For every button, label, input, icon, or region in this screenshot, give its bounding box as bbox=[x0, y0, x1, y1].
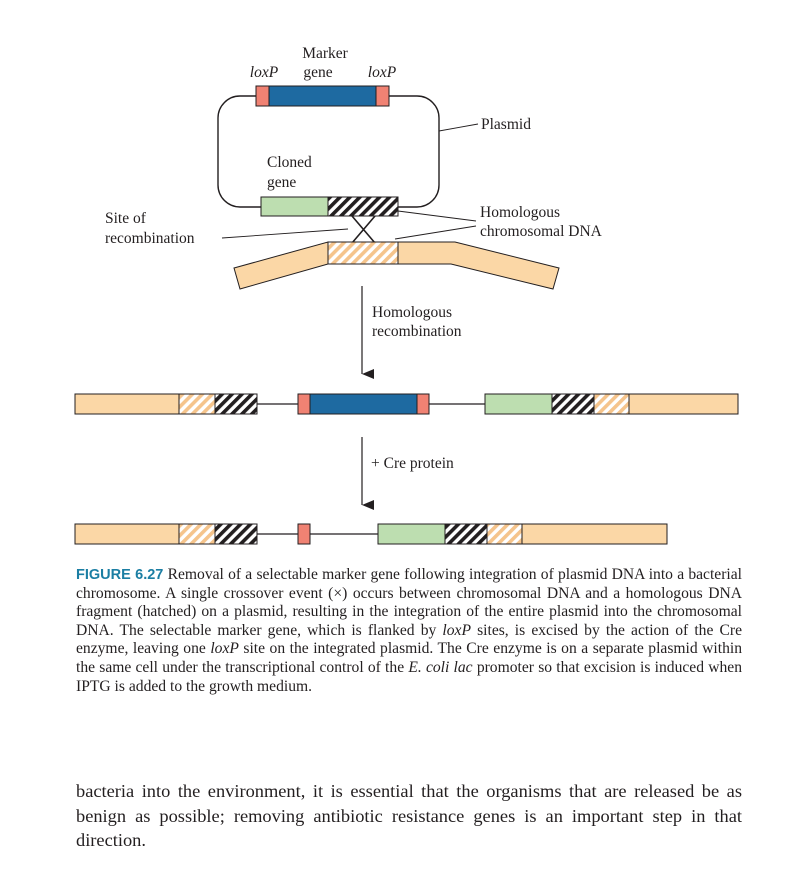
label-step1-line2: recombination bbox=[372, 323, 462, 340]
plasmid-loxp-left bbox=[255, 85, 270, 107]
label-site-line1: Site of bbox=[105, 210, 147, 227]
crossover-x bbox=[351, 215, 376, 244]
label-cloned-line2: gene bbox=[267, 174, 296, 191]
leader-lines bbox=[221, 123, 479, 240]
caption-loxp-2: loxP bbox=[210, 640, 239, 658]
bent-chromosome-left bbox=[233, 241, 329, 290]
body-paragraph: bacteria into the environment, it is ess… bbox=[76, 781, 742, 851]
final-hatched-dark-right bbox=[444, 523, 488, 545]
figure-label: FIGURE 6.27 bbox=[76, 567, 164, 583]
caption-loxp-1: loxP bbox=[442, 621, 471, 639]
integrated-loxp-left bbox=[297, 393, 311, 415]
plasmid bbox=[217, 85, 440, 217]
integrated-loxp-right bbox=[416, 393, 430, 415]
integrated-cloned-gene bbox=[484, 393, 553, 415]
final-loxp bbox=[297, 523, 311, 545]
label-site-line2: recombination bbox=[105, 230, 195, 247]
caption-text-4: promoter so that excision is induced whe… bbox=[76, 658, 742, 695]
chromosome-hatched-light-right bbox=[593, 393, 630, 415]
plasmid-homologous-fragment bbox=[327, 196, 399, 217]
chromosome-hatched-light-left bbox=[178, 393, 216, 415]
chromosome-hatched-dark-right bbox=[551, 393, 595, 415]
final-chromosome-right-segment bbox=[521, 523, 668, 545]
label-step1-line1: Homologous bbox=[372, 304, 452, 321]
plasmid-outline bbox=[217, 95, 440, 208]
caption-text-2: sites, is excised by the action of the C… bbox=[76, 621, 742, 658]
figure-6-27-diagram: Marker gene loxP loxP Plasmid Cloned gen… bbox=[74, 45, 739, 545]
final-chromosome-left-segment bbox=[74, 523, 180, 545]
label-step2: + Cre protein bbox=[371, 455, 454, 472]
bent-chromosome-homologous-region bbox=[327, 241, 399, 265]
label-loxp-right: loxP bbox=[368, 64, 397, 81]
bent-chromosome bbox=[233, 241, 560, 290]
figure-caption: FIGURE 6.27 Removal of a selectable mark… bbox=[76, 566, 742, 696]
plasmid-marker-gene bbox=[268, 85, 377, 107]
chromosome-left-segment bbox=[74, 393, 180, 415]
plasmid-cloned-gene bbox=[260, 196, 329, 217]
chromosome-right-segment bbox=[628, 393, 739, 415]
caption-text-3: site on the integrated plasmid. The Cre … bbox=[76, 640, 743, 676]
integrated-marker-gene bbox=[309, 393, 418, 415]
label-marker-line1: Marker bbox=[302, 45, 348, 62]
caption-ecoli-lac: E. coli lac bbox=[408, 658, 473, 676]
final-cloned-gene bbox=[377, 523, 446, 545]
final-hatched-dark-left bbox=[214, 523, 258, 545]
caption-text-1: Removal of a selectable marker gene foll… bbox=[76, 566, 743, 639]
label-homologous-line2: chromosomal DNA bbox=[480, 223, 603, 240]
label-plasmid: Plasmid bbox=[481, 116, 531, 133]
integrated-chromosome bbox=[74, 393, 739, 415]
label-homologous-line1: Homologous bbox=[480, 204, 560, 221]
label-marker-line2: gene bbox=[303, 64, 332, 81]
plasmid-loxp-right bbox=[375, 85, 390, 107]
label-cloned-line1: Cloned bbox=[267, 154, 312, 171]
final-hatched-light-right bbox=[486, 523, 523, 545]
chromosome-hatched-dark-left bbox=[214, 393, 258, 415]
bent-chromosome-right bbox=[397, 241, 560, 290]
label-loxp-left: loxP bbox=[250, 64, 279, 81]
excised-chromosome bbox=[74, 523, 668, 545]
final-hatched-light-left bbox=[178, 523, 216, 545]
